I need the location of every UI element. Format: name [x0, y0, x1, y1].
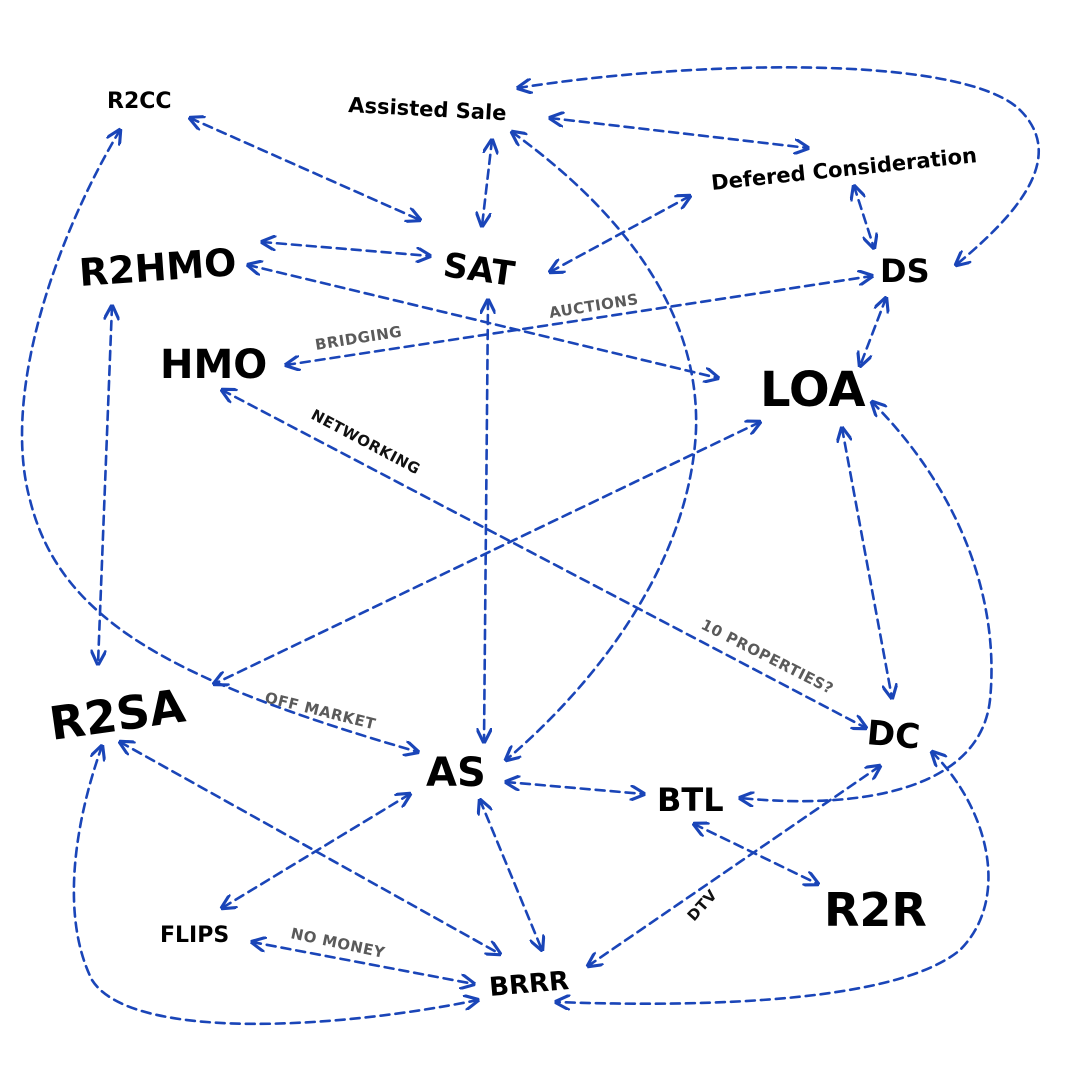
edge-r2sa-brrr-loop: [72, 746, 478, 1026]
edge-label-dtv: DTV: [684, 886, 721, 925]
node-btl: BTL: [657, 781, 724, 819]
node-r2sa: R2SA: [46, 678, 189, 750]
edge-label-networking: NETWORKING: [308, 406, 423, 479]
edge-loa-r2sa: [214, 422, 760, 684]
node-dc: DC: [865, 713, 921, 757]
edge-r2cc-r2sa-loop: [20, 130, 418, 752]
node-as: AS: [426, 750, 486, 796]
node-loa: LOA: [760, 362, 866, 418]
edge-assisted-sale-ds-loop: [518, 66, 1040, 265]
node-brrr: BRRR: [488, 966, 570, 1003]
edge-label-10-properties: 10 PROPERTIES?: [698, 616, 836, 698]
edge-label-auctions: AUCTIONS: [548, 290, 640, 322]
edge-label-off-market: OFF MARKET: [263, 688, 378, 733]
node-sat: SAT: [441, 245, 518, 295]
edge-as-brrr: [480, 800, 542, 950]
edge-assisted-sale-as-curve: [506, 132, 698, 760]
edge-r2hmo-sat: [262, 242, 430, 256]
edge-sat-as: [484, 300, 488, 742]
edge-deferred-ds: [854, 186, 874, 248]
edges: [20, 66, 1040, 1026]
edge-hmo-dc: [222, 390, 866, 728]
edge-as-btl: [506, 782, 644, 794]
edge-loa-dc: [842, 428, 892, 698]
node-ds: DS: [880, 252, 930, 290]
node-r2cc: R2CC: [107, 89, 172, 114]
edge-assisted-sale-deferred: [550, 118, 808, 148]
node-r2hmo: R2HMO: [78, 240, 238, 295]
edge-hmo-ds: [286, 276, 872, 365]
node-r2r: R2R: [824, 883, 927, 937]
edge-assisted-sale-sat: [482, 140, 492, 226]
nodes: R2CC Assisted Sale Defered Consideration…: [46, 89, 978, 1003]
edge-dc-brrr-curve: [556, 752, 990, 1004]
node-deferred-consideration: Defered Consideration: [710, 143, 978, 195]
node-flips: FLIPS: [160, 923, 229, 948]
edge-btl-r2r: [694, 824, 818, 884]
node-assisted-sale: Assisted Sale: [348, 93, 507, 125]
edge-labels: AUCTIONS BRIDGING NETWORKING 10 PROPERTI…: [263, 290, 836, 962]
node-hmo: HMO: [160, 342, 267, 388]
edge-label-no-money: NO MONEY: [289, 924, 387, 962]
edge-r2hmo-r2sa: [98, 306, 112, 664]
edge-r2cc-sat: [190, 118, 420, 220]
edge-deferred-sat: [550, 196, 690, 272]
edge-ds-loa: [860, 298, 886, 366]
